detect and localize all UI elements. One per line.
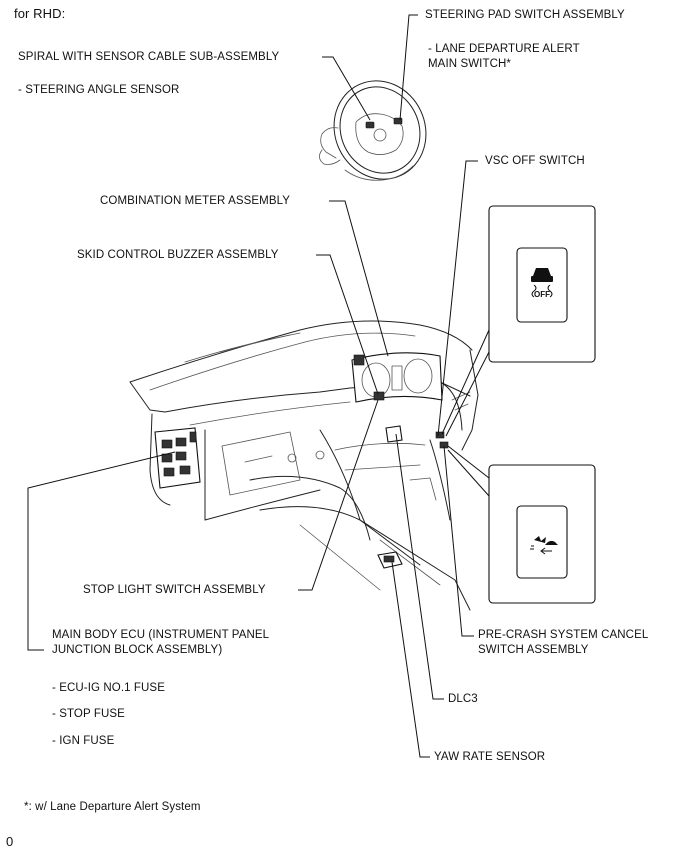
label-spiral-cable: SPIRAL WITH SENSOR CABLE SUB-ASSEMBLY bbox=[18, 51, 280, 63]
footnote: *: w/ Lane Departure Alert System bbox=[24, 801, 201, 813]
label-lda-main-switch-line1: - LANE DEPARTURE ALERT bbox=[428, 43, 580, 55]
label-stop-light-switch: STOP LIGHT SWITCH ASSEMBLY bbox=[83, 584, 266, 596]
page-number: 0 bbox=[6, 834, 14, 849]
label-lda-main-switch-line2: MAIN SWITCH* bbox=[428, 58, 511, 70]
combination-meter-illustration bbox=[351, 352, 443, 403]
pre-crash-icon bbox=[530, 536, 558, 555]
label-main-body-ecu-line1: MAIN BODY ECU (INSTRUMENT PANEL bbox=[52, 629, 270, 641]
label-main-body-ecu-line2: JUNCTION BLOCK ASSEMBLY) bbox=[52, 644, 223, 656]
steering-wheel-illustration bbox=[319, 80, 427, 181]
vsc-off-switch-illustration bbox=[435, 431, 445, 439]
label-skid-control-buzzer: SKID CONTROL BUZZER ASSEMBLY bbox=[77, 249, 279, 261]
main-body-ecu-illustration bbox=[154, 427, 201, 489]
vsc-off-switch-face bbox=[516, 247, 568, 323]
label-combination-meter: COMBINATION METER ASSEMBLY bbox=[100, 195, 291, 207]
skid-buzzer-illustration bbox=[373, 391, 385, 401]
label-pre-crash-cancel-line2: SWITCH ASSEMBLY bbox=[478, 644, 589, 656]
label-steering-angle-sensor: - STEERING ANGLE SENSOR bbox=[18, 84, 180, 96]
page-title: for RHD: bbox=[14, 6, 66, 21]
dlc3-illustration bbox=[385, 425, 403, 443]
label-dlc3: DLC3 bbox=[448, 693, 478, 705]
label-ecu-ig-fuse: - ECU-IG NO.1 FUSE bbox=[52, 682, 165, 694]
label-yaw-rate-sensor: YAW RATE SENSOR bbox=[434, 751, 546, 763]
vsc-off-icon bbox=[531, 268, 553, 298]
yaw-rate-sensor-illustration bbox=[377, 551, 403, 569]
label-pre-crash-cancel-line1: PRE-CRASH SYSTEM CANCEL bbox=[478, 629, 649, 641]
leader-lines bbox=[27, 14, 490, 758]
label-steering-pad-switch: STEERING PAD SWITCH ASSEMBLY bbox=[425, 9, 625, 21]
label-ign-fuse: - IGN FUSE bbox=[52, 735, 115, 747]
label-vsc-off-switch: VSC OFF SWITCH bbox=[485, 155, 585, 167]
label-stop-fuse: - STOP FUSE bbox=[52, 708, 125, 720]
vsc-off-icon-text: OFF bbox=[534, 290, 550, 299]
